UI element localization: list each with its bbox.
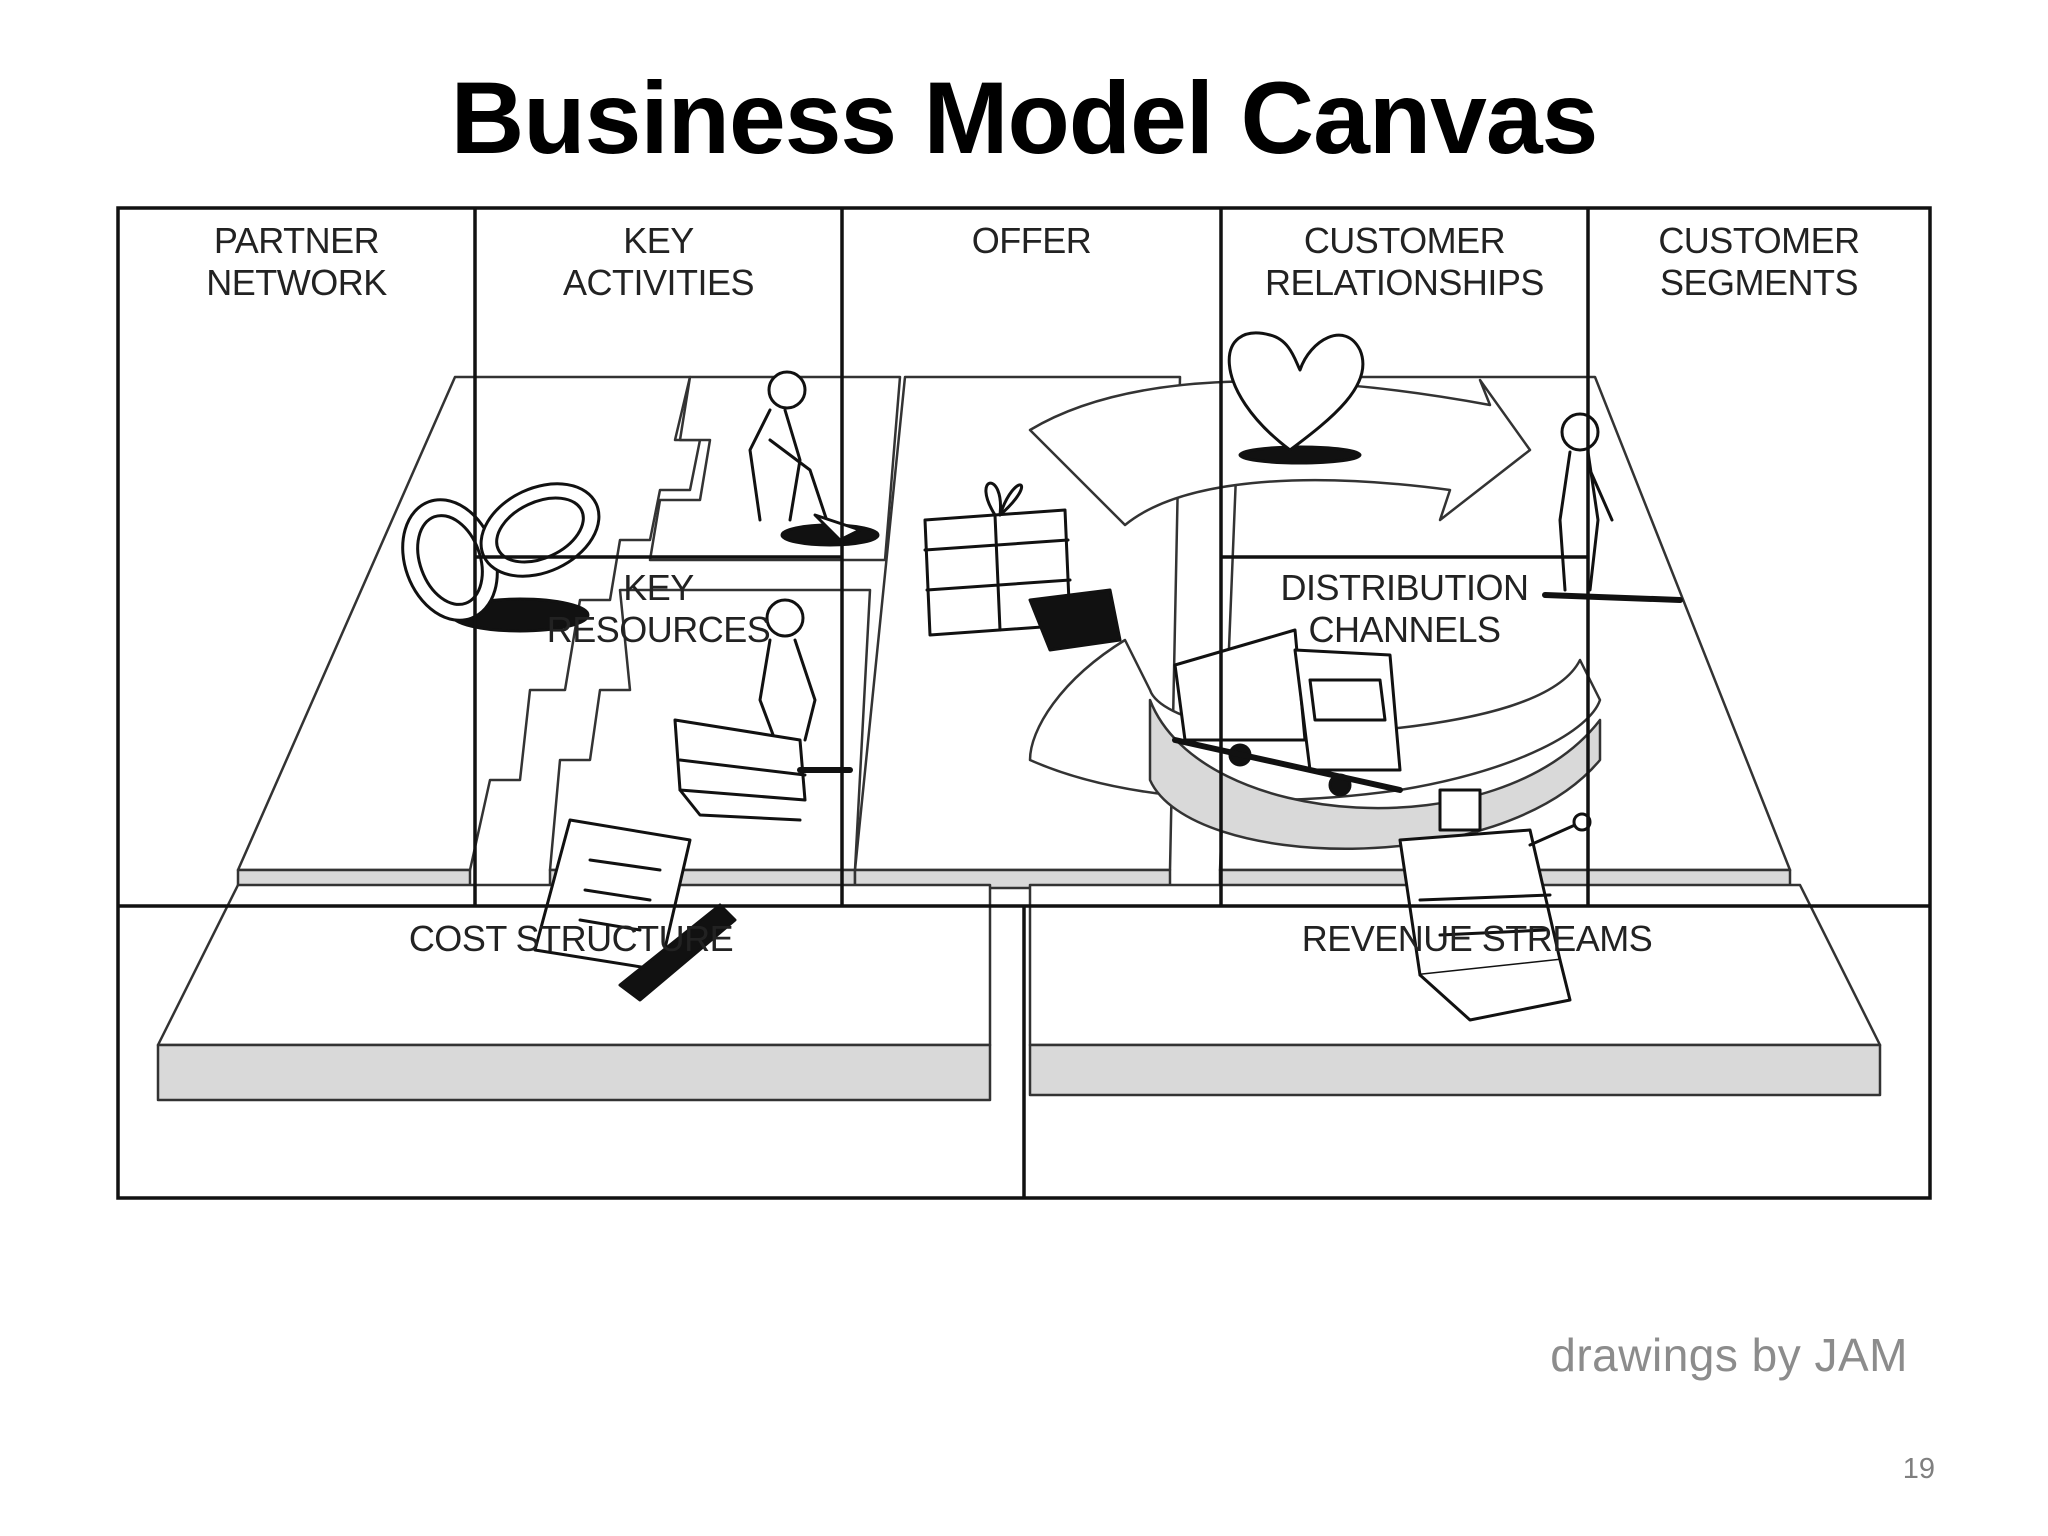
worker-with-machine-icon bbox=[673, 598, 853, 822]
label-customer-relationships: CUSTOMER RELATIONSHIPS bbox=[1265, 220, 1544, 303]
drawing-credit: drawings by JAM bbox=[1550, 1329, 1908, 1381]
label-key-resources: KEY RESOURCES bbox=[546, 567, 771, 650]
digging-worker-icon bbox=[748, 370, 880, 547]
label-distribution-channels: DISTRIBUTION CHANNELS bbox=[1280, 567, 1529, 650]
cash-register-icon bbox=[1398, 788, 1592, 1022]
label-key-activities: KEY ACTIVITIES bbox=[562, 220, 755, 303]
gift-box-icon bbox=[923, 481, 1122, 652]
label-customer-segments: CUSTOMER SEGMENTS bbox=[1658, 220, 1860, 303]
delivery-truck-icon bbox=[1172, 628, 1403, 797]
label-partner-network: PARTNER NETWORK bbox=[206, 220, 387, 303]
bottom-left-edge bbox=[156, 1043, 992, 1102]
label-revenue-streams: REVENUE STREAMS bbox=[1301, 918, 1653, 959]
document-pages-icon bbox=[533, 818, 737, 1002]
page-number: 19 bbox=[1902, 1453, 1935, 1485]
canvas-grid bbox=[116, 206, 1932, 1200]
bottom-right-edge bbox=[1028, 1043, 1882, 1097]
slide-title: Business Model Canvas bbox=[450, 61, 1599, 175]
flow-arrow-shade bbox=[1148, 698, 1602, 850]
heart-icon bbox=[1227, 331, 1365, 465]
activities-plate bbox=[648, 375, 902, 562]
label-cost-structure: COST STRUCTURE bbox=[408, 918, 734, 959]
label-offer: OFFER bbox=[971, 220, 1092, 261]
